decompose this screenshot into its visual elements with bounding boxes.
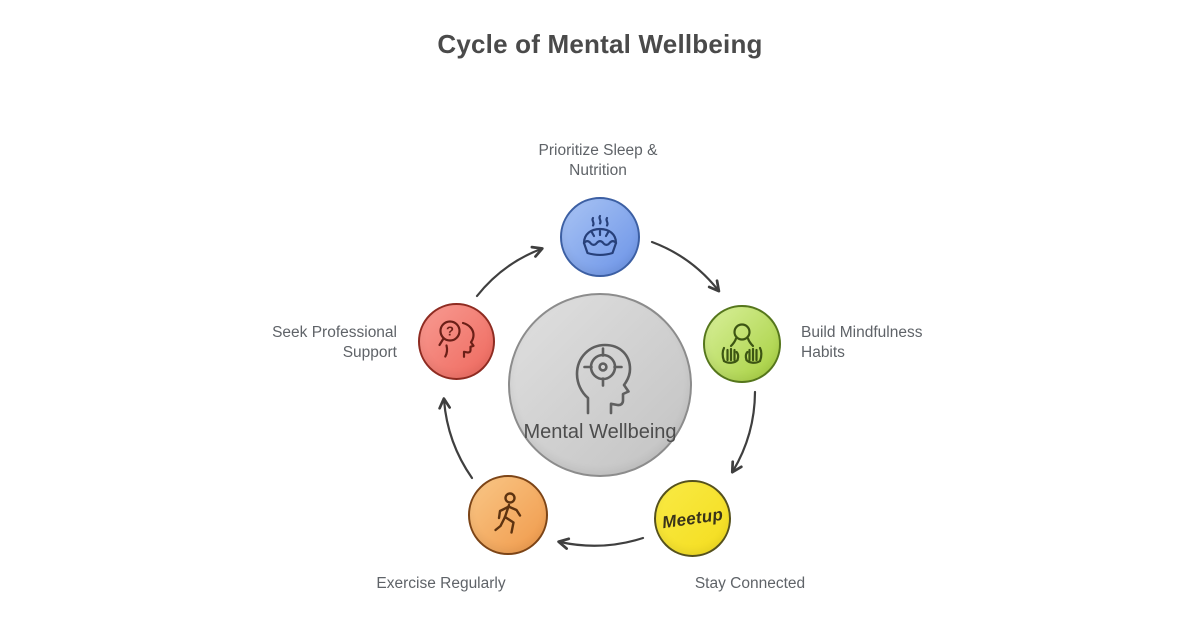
arrow-sleep-to-mindfulness <box>650 240 721 293</box>
center-node-label: Mental Wellbeing <box>523 420 677 443</box>
meetup-logo: Meetup <box>660 504 725 532</box>
label-build-mindfulness-habits: Build Mindfulness Habits <box>801 324 923 361</box>
head-target-icon <box>575 343 632 414</box>
arrow-mindfulness-to-connected <box>730 390 757 474</box>
label-seek-professional-support: Seek Professional Support <box>272 324 397 361</box>
arrow-support-to-sleep <box>475 245 544 298</box>
center-node-mental-wellbeing: Mental Wellbeing <box>508 293 692 477</box>
node-seek-professional-support: ? <box>418 303 495 380</box>
node-exercise-regularly <box>468 475 548 555</box>
magnifier-question-head-icon: ? <box>437 319 475 358</box>
walking-person-icon <box>494 492 522 534</box>
label-stay-connected: Stay Connected <box>694 575 806 592</box>
node-build-mindfulness-habits <box>703 305 781 383</box>
diagram-title: Cycle of Mental Wellbeing <box>437 29 763 59</box>
hands-holding-head-icon <box>721 323 763 364</box>
label-exercise-regularly: Exercise Regularly <box>376 575 506 592</box>
arrow-exercise-to-support <box>438 397 474 480</box>
svg-text:?: ? <box>446 323 454 338</box>
label-prioritize-sleep-nutrition: Prioritize Sleep & Nutrition <box>538 142 658 179</box>
steaming-pie-icon <box>582 214 618 256</box>
node-prioritize-sleep-nutrition <box>560 197 640 277</box>
node-stay-connected: Meetup <box>654 480 731 557</box>
arrow-connected-to-exercise <box>557 536 645 550</box>
